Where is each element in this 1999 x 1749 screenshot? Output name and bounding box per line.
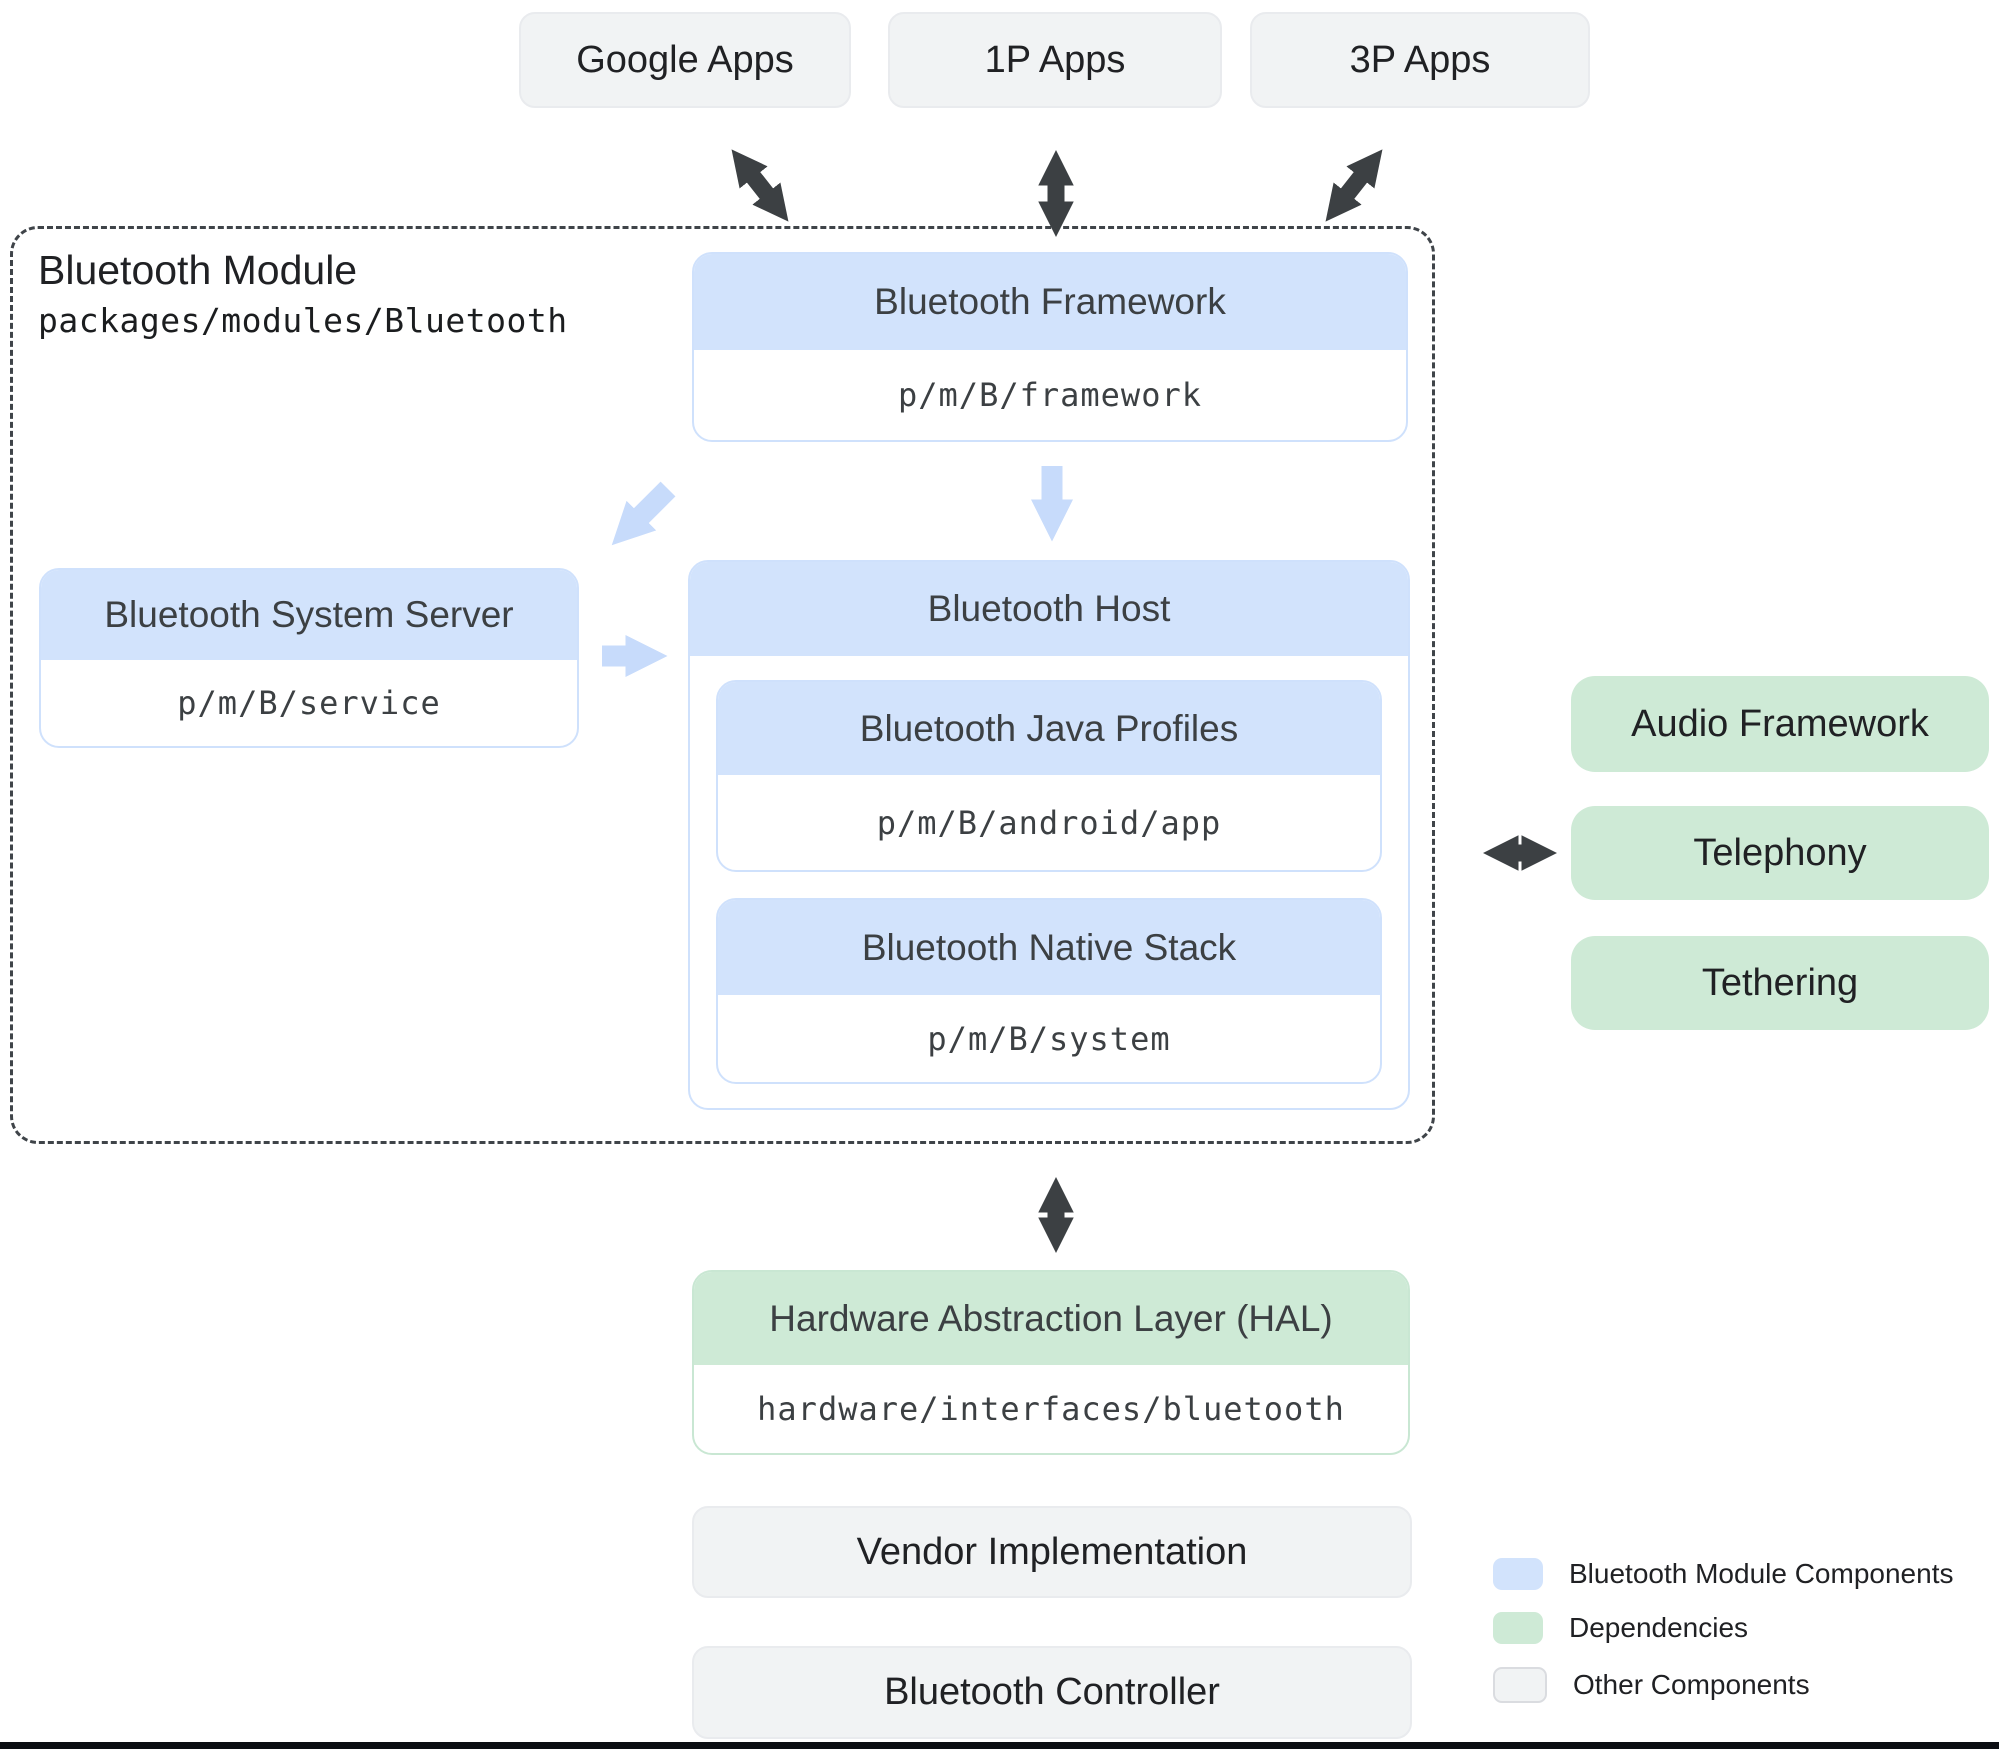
google-apps-label: Google Apps	[576, 38, 794, 81]
bluetooth-java-profiles-title: Bluetooth Java Profiles	[859, 707, 1239, 749]
1p-apps-box: 1P Apps	[888, 12, 1222, 108]
bluetooth-framework-path: p/m/B/framework	[898, 376, 1202, 414]
legend-label-other-components: Other Components	[1573, 1669, 1810, 1700]
legend-row-module-components: Bluetooth Module Components	[1493, 1558, 1953, 1590]
legend-label-dependencies: Dependencies	[1569, 1612, 1749, 1643]
bluetooth-controller-label: Bluetooth Controller	[884, 1671, 1220, 1713]
bluetooth-native-stack-box: Bluetooth Native Stack p/m/B/system	[716, 898, 1382, 1084]
legend-row-other-components: Other Components	[1493, 1667, 1810, 1703]
bluetooth-native-stack-body: p/m/B/system	[718, 995, 1380, 1082]
bluetooth-native-stack-title: Bluetooth Native Stack	[861, 926, 1237, 968]
hal-box: Hardware Abstraction Layer (HAL) hardwar…	[692, 1270, 1410, 1455]
audio-framework-box: Audio Framework	[1571, 676, 1989, 772]
bluetooth-host-header: Bluetooth Host	[690, 562, 1408, 656]
3p-apps-module-arrow	[1325, 149, 1383, 222]
bottom-bar	[0, 1742, 1999, 1749]
hal-title: Hardware Abstraction Layer (HAL)	[769, 1297, 1333, 1339]
bluetooth-module-title: Bluetooth Module	[38, 247, 358, 293]
bluetooth-native-stack-header: Bluetooth Native Stack	[718, 900, 1380, 995]
bluetooth-system-server-box: Bluetooth System Server p/m/B/service	[39, 568, 579, 748]
tethering-box: Tethering	[1571, 936, 1989, 1030]
bluetooth-java-profiles-box: Bluetooth Java Profiles p/m/B/android/ap…	[716, 680, 1382, 872]
bluetooth-framework-header: Bluetooth Framework	[694, 254, 1406, 350]
3p-apps-label: 3P Apps	[1349, 38, 1491, 81]
bluetooth-system-server-body: p/m/B/service	[41, 660, 577, 746]
google-apps-module-arrow	[731, 149, 789, 222]
legend-swatch-green	[1493, 1612, 1543, 1644]
legend-label-module-components: Bluetooth Module Components	[1569, 1558, 1954, 1589]
legend-swatch-blue	[1493, 1558, 1543, 1590]
hal-header: Hardware Abstraction Layer (HAL)	[694, 1272, 1408, 1365]
bluetooth-controller-box: Bluetooth Controller	[692, 1646, 1412, 1739]
bluetooth-system-server-title: Bluetooth System Server	[104, 594, 514, 635]
bluetooth-java-profiles-body: p/m/B/android/app	[718, 775, 1380, 870]
bluetooth-framework-box: Bluetooth Framework p/m/B/framework	[692, 252, 1408, 442]
audio-framework-label: Audio Framework	[1631, 702, 1929, 745]
legend-swatch-gray	[1493, 1667, 1547, 1703]
bluetooth-system-server-header: Bluetooth System Server	[41, 570, 577, 660]
legend-row-dependencies: Dependencies	[1493, 1612, 1748, 1644]
vendor-implementation-box: Vendor Implementation	[692, 1506, 1412, 1598]
bluetooth-framework-title: Bluetooth Framework	[874, 281, 1226, 322]
bluetooth-host-title: Bluetooth Host	[927, 588, 1171, 629]
hal-body: hardware/interfaces/bluetooth	[694, 1365, 1408, 1453]
bluetooth-host-body: Bluetooth Java Profiles p/m/B/android/ap…	[690, 656, 1408, 1108]
tethering-label: Tethering	[1701, 961, 1859, 1004]
hal-path: hardware/interfaces/bluetooth	[757, 1390, 1345, 1428]
3p-apps-box: 3P Apps	[1250, 12, 1590, 108]
bluetooth-module-container	[10, 226, 1435, 1144]
google-apps-box: Google Apps	[519, 12, 851, 108]
bluetooth-java-profiles-path: p/m/B/android/app	[876, 803, 1222, 842]
bluetooth-module-path: packages/modules/Bluetooth	[38, 301, 568, 341]
1p-apps-label: 1P Apps	[984, 38, 1126, 81]
bluetooth-host-box: Bluetooth Host Bluetooth Java Profiles p…	[688, 560, 1410, 1110]
bluetooth-java-profiles-header: Bluetooth Java Profiles	[718, 682, 1380, 775]
bluetooth-native-stack-path: p/m/B/system	[927, 1019, 1171, 1058]
bluetooth-framework-body: p/m/B/framework	[694, 350, 1406, 440]
telephony-label: Telephony	[1693, 831, 1867, 874]
bluetooth-module-caption: Bluetooth Module packages/modules/Blueto…	[38, 246, 658, 340]
telephony-box: Telephony	[1571, 806, 1989, 900]
vendor-implementation-label: Vendor Implementation	[856, 1530, 1248, 1573]
bluetooth-system-server-path: p/m/B/service	[177, 684, 441, 722]
